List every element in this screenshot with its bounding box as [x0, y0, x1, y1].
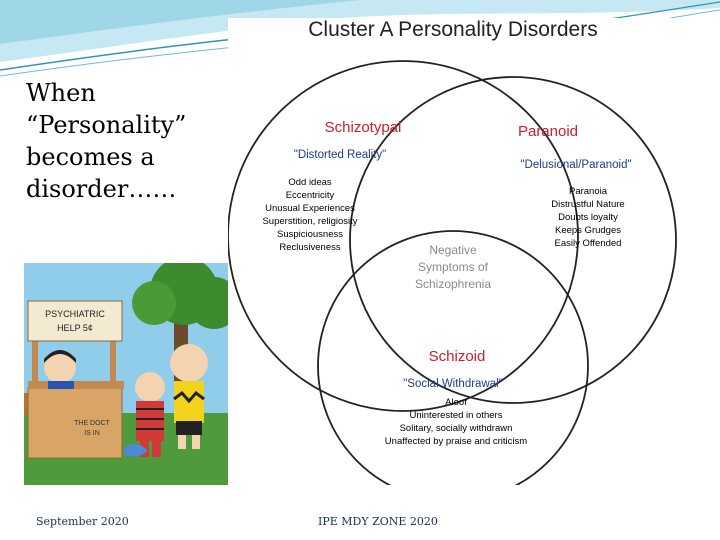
linus: [135, 372, 165, 402]
schizoid-label: Schizoid: [429, 348, 486, 365]
paranoid-tagline: "Delusional/Paranoid": [520, 159, 631, 171]
overlap-label: Negative: [429, 243, 477, 257]
booth-sign: [27, 300, 123, 342]
venn-diagram: Cluster A Personality Disorders Schizoty…: [228, 18, 678, 485]
schizotypal-trait: Superstition, religiosity: [262, 216, 357, 227]
schizotypal-circle: [228, 60, 579, 412]
booth-sign-text: HELP 5¢: [57, 323, 93, 333]
schizotypal-trait: Eccentricity: [286, 190, 335, 201]
diagram-title: Cluster A Personality Disorders: [308, 18, 597, 41]
schizoid-trait: Unaffected by praise and criticism: [385, 436, 527, 447]
schizoid-trait: Aloof: [445, 397, 467, 408]
booth-sign-text: PSYCHIATRIC: [45, 309, 105, 319]
schizotypal-trait: Reclusiveness: [279, 242, 340, 253]
paranoid-label: Paranoid: [518, 123, 578, 140]
paranoid-trait: Keeps Grudges: [555, 225, 621, 236]
slide-title-line: When: [26, 79, 96, 107]
slide-title-line: “Personality”: [26, 111, 187, 139]
schizotypal-trait: Unusual Experiences: [265, 203, 355, 214]
paranoid-trait: Distrustful Nature: [551, 199, 624, 210]
paranoid-trait: Doubts loyalty: [558, 212, 618, 223]
paranoid-circle: [349, 76, 677, 404]
schizotypal-trait: Odd ideas: [288, 177, 332, 188]
schizotypal-tagline: "Distorted Reality": [294, 149, 387, 161]
overlap-label: Schizophrenia: [415, 277, 491, 291]
schizoid-tagline: "Social Withdrawal": [403, 378, 503, 390]
footer-date: September 2020: [36, 515, 129, 528]
paranoid-trait: Paranoia: [569, 186, 608, 197]
slide-title-line: becomes a: [26, 143, 155, 171]
schizoid-trait: Uninterested in others: [410, 410, 503, 421]
schizotypal-label: Schizotypal: [325, 119, 402, 136]
booth-post: [32, 318, 38, 438]
schizoid-circle: [317, 230, 589, 485]
psychiatric-booth-cartoon: PSYCHIATRIC HELP 5¢ THE DOCT IS IN: [24, 263, 228, 485]
schizotypal-trait: Suspiciousness: [277, 229, 343, 240]
paranoid-trait: Easily Offended: [555, 238, 622, 249]
charlie-brown: [170, 344, 208, 382]
booth-front-text: IS IN: [84, 430, 100, 437]
slide-title: When “Personality” becomes a disorder……: [26, 77, 226, 205]
booth-front-text: THE DOCT: [74, 420, 111, 427]
slide-title-line: disorder……: [26, 175, 177, 203]
footer-organization: IPE MDY ZONE 2020: [318, 515, 438, 528]
lucy: [44, 351, 76, 383]
schizoid-trait: Solitary, socially withdrawn: [400, 423, 513, 434]
overlap-label: Symptoms of: [418, 260, 489, 274]
